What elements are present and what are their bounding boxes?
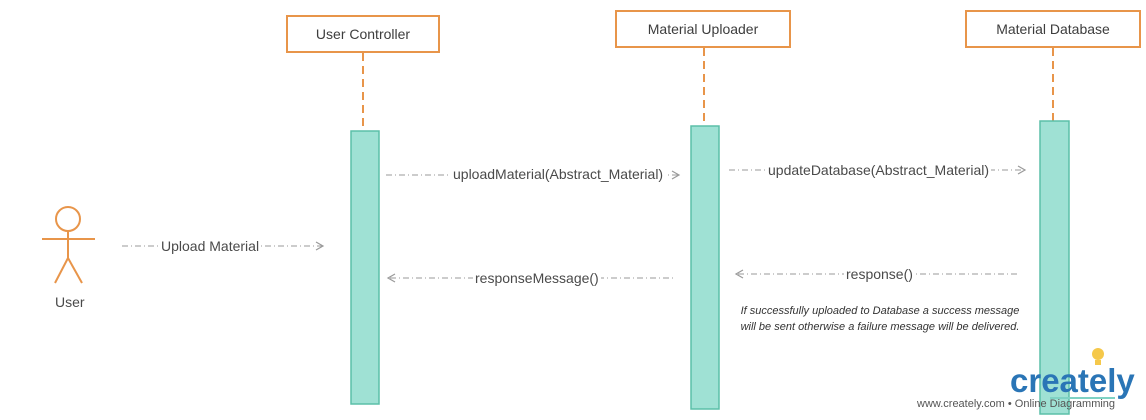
message-label-response: response() bbox=[844, 266, 915, 282]
arrowhead-upload-material bbox=[315, 241, 325, 251]
arrowhead-response bbox=[734, 269, 744, 279]
lightbulb-icon bbox=[1092, 348, 1104, 365]
note-text: If successfully uploaded to Database a s… bbox=[740, 305, 1020, 333]
participant-material-uploader: Material Uploader bbox=[615, 10, 791, 48]
creately-logo-text: creately bbox=[1010, 362, 1135, 399]
message-label-upload-material: Upload Material bbox=[159, 238, 262, 254]
activation-bar-material-database bbox=[1039, 120, 1070, 415]
message-label-update-database: updateDatabase(Abstract_Material) bbox=[766, 162, 992, 178]
actor-figure bbox=[42, 206, 95, 284]
arrowhead-response-message bbox=[386, 273, 396, 283]
activation-bar-user-controller bbox=[350, 130, 380, 405]
participant-label: User Controller bbox=[315, 26, 411, 42]
message-label-response-message: responseMessage() bbox=[473, 270, 601, 286]
actor-label: User bbox=[55, 294, 85, 310]
participant-material-database: Material Database bbox=[965, 10, 1141, 48]
message-label-upload-material-call: uploadMaterial(Abstract_Material) bbox=[451, 166, 666, 182]
activation-bar-material-uploader bbox=[690, 125, 720, 410]
arrowhead-upload-material-call bbox=[671, 170, 681, 180]
arrowhead-update-database bbox=[1017, 165, 1027, 175]
participant-user-controller: User Controller bbox=[286, 15, 440, 53]
participant-label: Material Uploader bbox=[647, 21, 759, 37]
creately-tagline: www.creately.com • Online Diagramming bbox=[917, 398, 1116, 410]
participant-label: Material Database bbox=[996, 21, 1110, 37]
